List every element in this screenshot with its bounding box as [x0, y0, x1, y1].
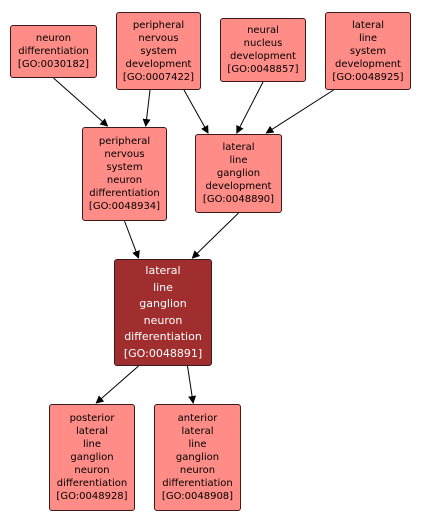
edge-n6-to-n7	[191, 212, 239, 259]
node-line: [GO:0048890]	[202, 194, 275, 205]
node-line: [GO:0048934]	[88, 201, 161, 212]
node-line: anterior	[177, 413, 218, 424]
node-line: differentiation	[18, 46, 89, 57]
node-line: ganglion	[70, 452, 114, 463]
node-peripheral-nervous-system-neuron-differentiation[interactable]: peripheral nervous system neuron differe…	[82, 127, 167, 221]
node-line: line	[153, 280, 173, 294]
node-line: neural	[247, 25, 279, 36]
node-lateral-line-ganglion-neuron-differentiation[interactable]: lateral line ganglion neuron differentia…	[114, 259, 212, 366]
edge-n4-to-n6	[265, 89, 334, 134]
node-line: nucleus	[243, 38, 283, 49]
node-line: ganglion	[175, 452, 220, 463]
node-line: line	[82, 439, 102, 450]
node-line: development	[205, 181, 272, 192]
node-line: ganglion	[139, 297, 187, 310]
node-line: lateral	[352, 19, 384, 31]
node-peripheral-nervous-system-development[interactable]: peripheral nervous system development [G…	[116, 12, 201, 90]
edge-n3-to-n6	[236, 81, 264, 134]
node-line: peripheral	[98, 136, 151, 147]
node-line: nervous	[104, 149, 145, 160]
node-line: system	[349, 45, 387, 57]
node-line: line	[188, 439, 207, 450]
node-line: neuron	[74, 465, 110, 476]
node-line: differentiation	[56, 478, 128, 489]
node-line: neuron	[143, 313, 183, 327]
node-line: differentiation	[124, 330, 202, 343]
node-line: development	[335, 58, 401, 70]
node-line: nervous	[138, 32, 179, 44]
node-line: neuron	[106, 175, 143, 186]
edge-n1-to-n5	[53, 77, 109, 127]
node-neural-nucleus-development[interactable]: neural nucleus development [GO:0048857]	[220, 18, 306, 82]
edge-n7-to-n8	[95, 365, 139, 404]
node-line: lateral	[145, 264, 181, 277]
node-posterior-lateral-line-ganglion-neuron-differentiation[interactable]: posterior lateral line ganglion neuron d…	[49, 404, 135, 511]
node-line: [GO:0030182]	[17, 59, 90, 70]
edge-n2-to-n5	[142, 89, 151, 127]
node-line: system	[106, 162, 143, 173]
node-line: lateral	[76, 426, 108, 437]
node-neuron-differentiation[interactable]: neuron differentiation [GO:0030182]	[10, 25, 97, 78]
edge-n7-to-n9	[187, 365, 197, 404]
node-line: [GO:0048891]	[123, 346, 203, 360]
node-line: differentiation	[89, 188, 160, 199]
node-lateral-line-system-development[interactable]: lateral line system development [GO:0048…	[325, 12, 411, 90]
node-line: posterior	[69, 413, 115, 424]
node-line: [GO:0048925]	[332, 71, 404, 83]
node-line: lateral	[181, 426, 214, 437]
edge-n5-to-n7	[124, 220, 140, 259]
node-line: neuron	[179, 465, 216, 476]
node-line: differentiation	[162, 478, 233, 489]
node-line: line	[229, 155, 248, 166]
node-line: lateral	[222, 142, 255, 153]
node-line: [GO:0048857]	[227, 64, 299, 75]
node-line: neuron	[35, 33, 72, 44]
node-line: peripheral	[132, 19, 185, 31]
node-lateral-line-ganglion-development[interactable]: lateral line ganglion development [GO:00…	[195, 134, 282, 213]
node-line: line	[358, 32, 378, 44]
node-line: ganglion	[216, 168, 261, 179]
edge-n2-to-n6	[183, 89, 209, 134]
node-line: system	[140, 45, 177, 57]
node-line: [GO:0007422]	[122, 71, 195, 83]
node-anterior-lateral-line-ganglion-neuron-differentiation[interactable]: anterior lateral line ganglion neuron di…	[154, 404, 241, 511]
node-line: development	[230, 51, 296, 62]
node-line: development	[125, 58, 192, 70]
node-line: [GO:0048908]	[161, 491, 234, 502]
node-line: [GO:0048928]	[56, 491, 128, 502]
